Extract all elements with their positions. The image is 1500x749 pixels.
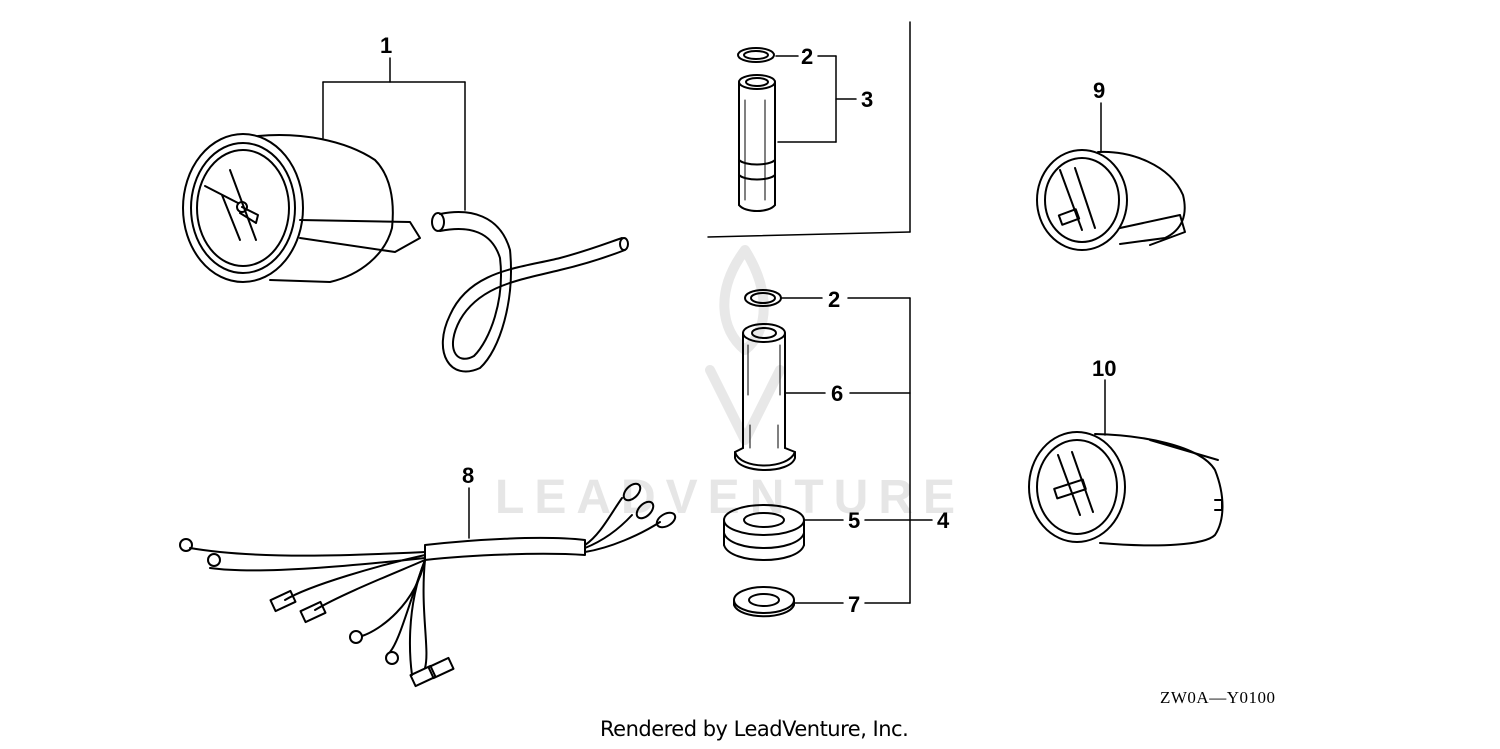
- callout-9: 9: [1093, 78, 1106, 103]
- part-9-gauge: [1036, 149, 1186, 251]
- part-1-hose: [431, 211, 629, 373]
- part-8-harness: [179, 482, 677, 688]
- callout-2-lower: 2: [828, 287, 841, 312]
- callout-10: 10: [1092, 356, 1117, 381]
- callout-4: 4: [937, 508, 950, 533]
- callout-7: 7: [848, 592, 861, 617]
- callout-6: 6: [831, 381, 844, 406]
- callout-1: 1: [380, 33, 393, 58]
- part-1-gauge: [182, 133, 421, 283]
- part-3-fitting: [738, 74, 776, 212]
- callout-5: 5: [848, 508, 861, 533]
- leader-1: [322, 57, 466, 211]
- divider-line: [707, 21, 911, 238]
- watermark-logo: [705, 245, 785, 445]
- part-10-gauge: [1028, 431, 1224, 547]
- part-2-oring-top: [737, 47, 775, 63]
- callout-3: 3: [861, 87, 874, 112]
- leader-2-4-5-6-7: [780, 297, 933, 604]
- part-6-adapter: [734, 323, 796, 471]
- part-7-washer: [733, 586, 795, 618]
- callout-8: 8: [462, 463, 475, 488]
- callout-2-top: 2: [801, 44, 814, 69]
- leader-2-3: [775, 55, 857, 143]
- diagram-code: ZW0A—Y0100: [1160, 688, 1276, 707]
- part-5-nut: [723, 504, 805, 561]
- credit-text: Rendered by LeadVenture, Inc.: [600, 717, 909, 741]
